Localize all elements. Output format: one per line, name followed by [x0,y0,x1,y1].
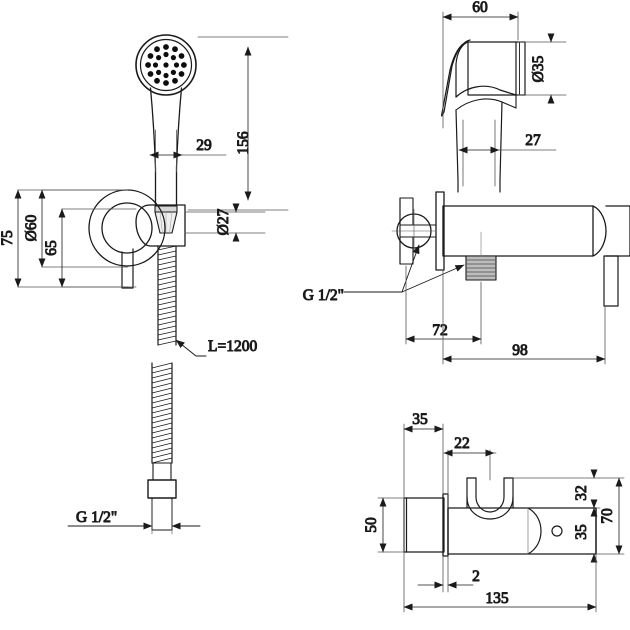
label-35-height: 35 [573,524,590,540]
hose-thread-dimension [67,499,201,535]
label-27: 27 [525,132,541,149]
label-98: 98 [512,342,528,359]
flexible-hose-lower [147,362,177,531]
dim-35-height [590,499,601,563]
label-2: 2 [472,568,480,585]
label-65: 65 [43,240,60,256]
dim-72 [405,265,482,345]
dim-29 [149,129,227,173]
label-35-depth: 35 [412,411,428,428]
spray-head [135,34,197,96]
valve-lever-handle [441,39,471,117]
dim-22 [443,449,497,509]
view-wall-bracket: 35 22 32 35 70 [363,411,625,613]
valve-cartridge-housing [455,41,526,111]
dim-70 [599,477,625,555]
spray-nozzles [145,44,187,86]
label-32: 32 [573,485,590,501]
label-29: 29 [196,137,212,154]
label-156: 156 [235,131,252,155]
flexible-hose-upper [157,245,177,346]
label-valve-thread: G 1/2" [303,287,344,304]
label-60: 60 [472,0,488,16]
dim-98 [442,269,606,365]
bracket-body [447,477,597,555]
label-d27: Ø27 [215,208,232,235]
dim-50 [377,497,405,553]
label-hose-length: L=1200 [208,338,257,355]
hose-coupling [135,204,186,247]
dim-32 [512,469,601,517]
valve-body [391,191,630,307]
dim-27 [458,119,557,187]
valve-neck [455,101,503,193]
valve-outlet-thread [465,255,497,281]
label-hose-thread: G 1/2" [76,509,117,526]
dim-d60 [38,189,129,268]
bracket-wall-stub [403,497,445,553]
dim-2 [417,555,474,593]
label-75: 75 [0,230,16,246]
dim-d27 [184,203,266,242]
hose-length-leader [175,339,207,357]
label-d60: Ø60 [23,214,40,241]
dim-135 [403,553,597,613]
dim-156 [187,36,289,211]
dim-d35 [517,33,567,104]
label-50: 50 [363,517,380,533]
label-22: 22 [454,435,470,452]
view-concealed-valve: G 1/2" 60 Ø35 27 72 [302,0,630,365]
dim-60-top [442,11,519,129]
label-d35: Ø35 [530,55,547,82]
valve-thread-leaders [343,244,465,293]
dim-65 [58,208,137,288]
label-135: 135 [485,590,509,607]
dim-35-depth [403,423,444,613]
label-72: 72 [432,322,448,339]
label-70: 70 [599,508,616,524]
view-hand-shower: L=1200 [0,34,289,535]
